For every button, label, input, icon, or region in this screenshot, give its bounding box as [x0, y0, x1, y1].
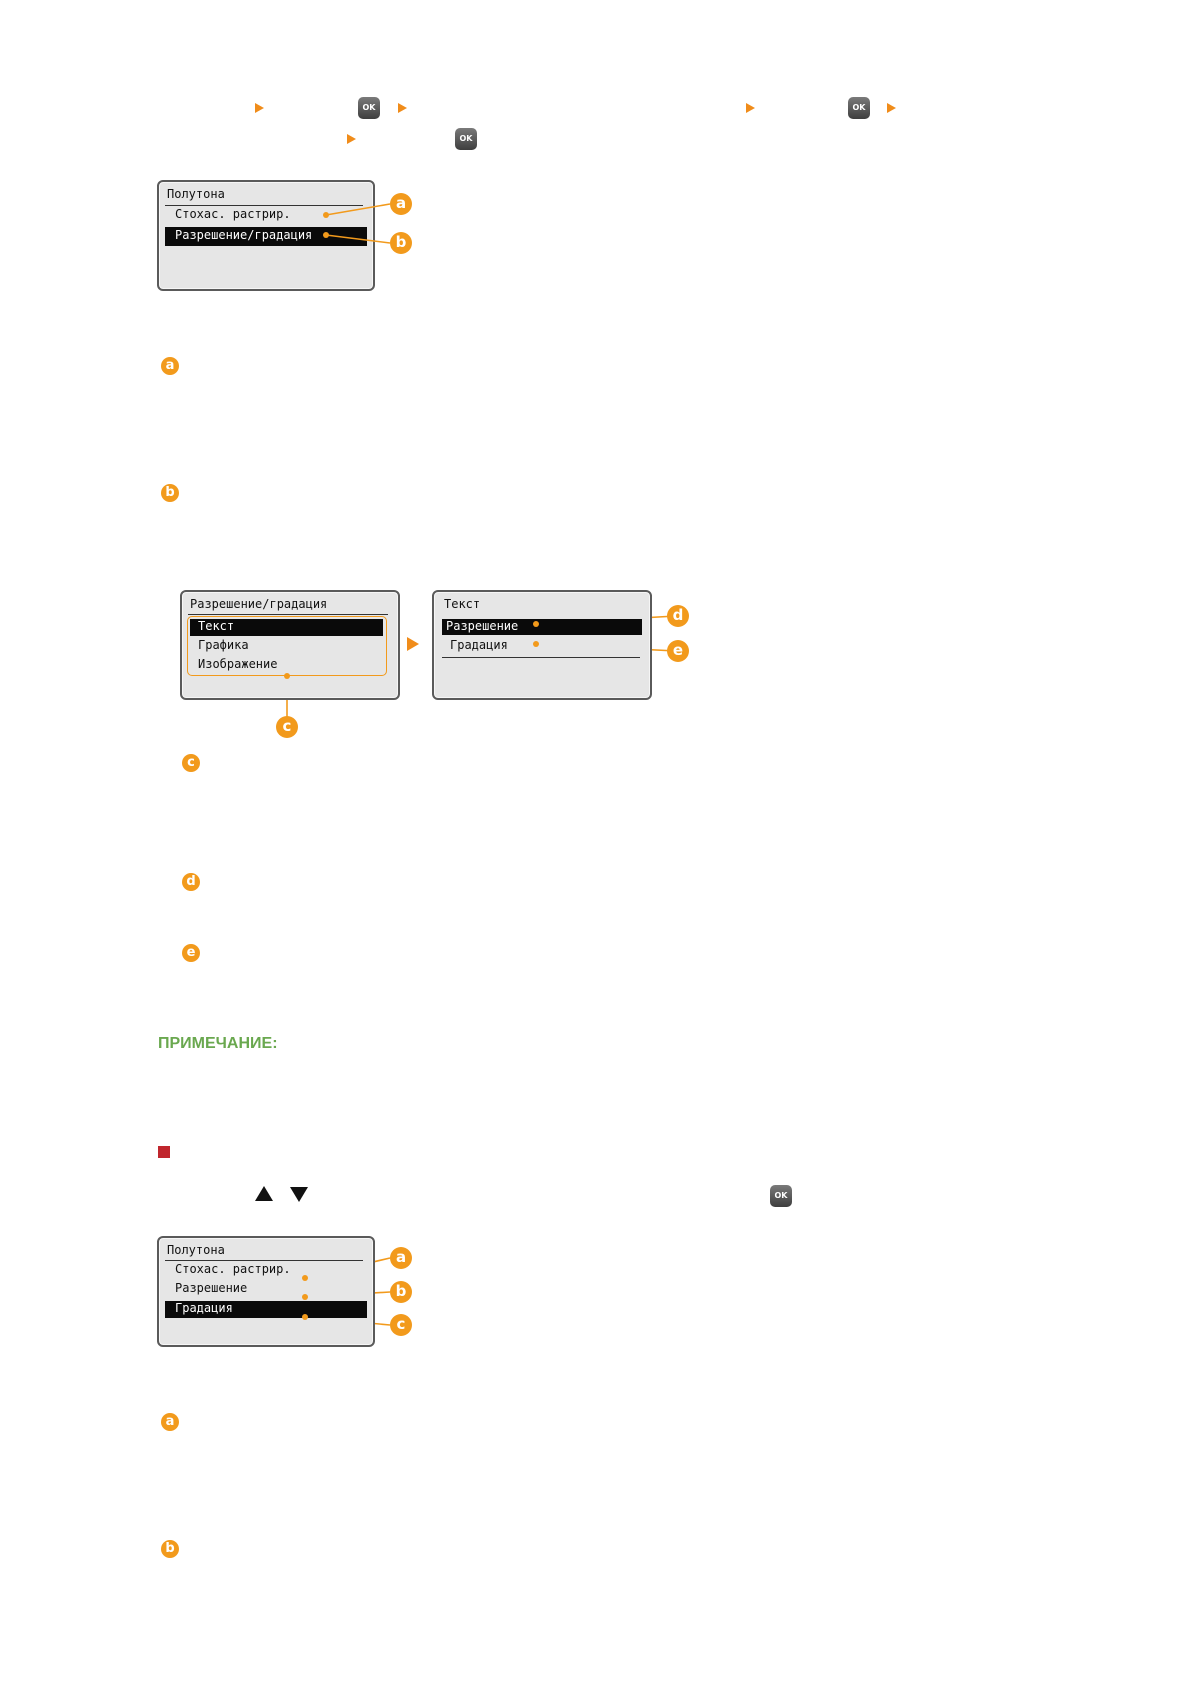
callout-marker-b: b	[390, 232, 412, 254]
callout-marker-e: e	[667, 640, 689, 662]
lcd-divider	[165, 1260, 363, 1261]
callout-dot	[284, 673, 290, 679]
desc-marker-b: b	[161, 484, 179, 502]
lcd-item: Стохас. растрир.	[175, 1262, 291, 1276]
ok-button-icon: OK	[455, 128, 477, 150]
lcd-item: Градация	[450, 638, 508, 652]
lcd-screen-resolution-gradation: Разрешение/градация Текст Графика Изобра…	[180, 590, 400, 700]
callout-marker-c: c	[390, 1314, 412, 1336]
callout-marker-a: a	[390, 1247, 412, 1269]
callout-marker-b: b	[390, 1281, 412, 1303]
ok-button-icon: OK	[770, 1185, 792, 1207]
callout-dot	[302, 1294, 308, 1300]
desc-marker-c: c	[182, 754, 200, 772]
lcd-item-selected: Разрешение	[442, 619, 642, 635]
lcd-item: Градация	[175, 1301, 233, 1315]
path-arrow-icon	[255, 103, 264, 113]
up-arrow-icon	[255, 1186, 273, 1201]
callout-dot	[533, 621, 539, 627]
ok-button-icon: OK	[358, 97, 380, 119]
lcd-screen-text: Текст Разрешение Градация	[432, 590, 652, 700]
transition-arrow-icon	[407, 637, 419, 651]
down-arrow-icon	[290, 1187, 308, 1202]
lcd-item: Разрешение	[175, 1281, 248, 1295]
callout-dot	[323, 212, 329, 218]
path-arrow-icon	[746, 103, 755, 113]
lcd-title: Полутона	[167, 1243, 225, 1257]
desc-marker-e: e	[182, 944, 200, 962]
path-arrow-icon	[398, 103, 407, 113]
callout-marker-a: a	[390, 193, 412, 215]
section-bullet	[158, 1146, 170, 1158]
lcd-item: Изображение	[198, 657, 278, 671]
lcd-divider	[442, 657, 640, 658]
lcd-item: Графика	[198, 638, 249, 652]
lcd-title: Текст	[444, 597, 481, 611]
ok-button-icon: OK	[848, 97, 870, 119]
lcd-item: Стохас. растрир.	[175, 207, 291, 221]
lcd-title: Полутона	[167, 187, 225, 201]
callout-dot	[323, 232, 329, 238]
path-arrow-icon	[347, 134, 356, 144]
callout-marker-c: c	[276, 716, 298, 738]
path-arrow-icon	[887, 103, 896, 113]
lcd-divider	[188, 614, 388, 615]
lcd-item: Разрешение	[446, 619, 519, 633]
desc-marker-d: d	[182, 873, 200, 891]
callout-dot	[302, 1275, 308, 1281]
lcd-item-selected: Разрешение/градация	[165, 227, 367, 246]
callout-dot	[302, 1314, 308, 1320]
note-label: ПРИМЕЧАНИЕ:	[158, 1035, 278, 1052]
lcd-screen-halftones: Полутона Стохас. растрир. Разрешение/гра…	[157, 180, 375, 291]
desc-marker-a: a	[161, 357, 179, 375]
lcd-item-selected: Текст	[190, 619, 383, 636]
lcd-screen-halftones-2: Полутона Стохас. растрир. Разрешение Гра…	[157, 1236, 375, 1347]
lcd-item-selected: Градация	[165, 1301, 367, 1318]
lcd-item: Разрешение/градация	[175, 228, 313, 242]
desc-marker-b: b	[161, 1540, 179, 1558]
callout-marker-d: d	[667, 605, 689, 627]
lcd-divider	[165, 205, 363, 206]
lcd-title: Разрешение/градация	[190, 597, 328, 611]
desc-marker-a: a	[161, 1413, 179, 1431]
lcd-item: Текст	[198, 619, 235, 633]
callout-dot	[533, 641, 539, 647]
